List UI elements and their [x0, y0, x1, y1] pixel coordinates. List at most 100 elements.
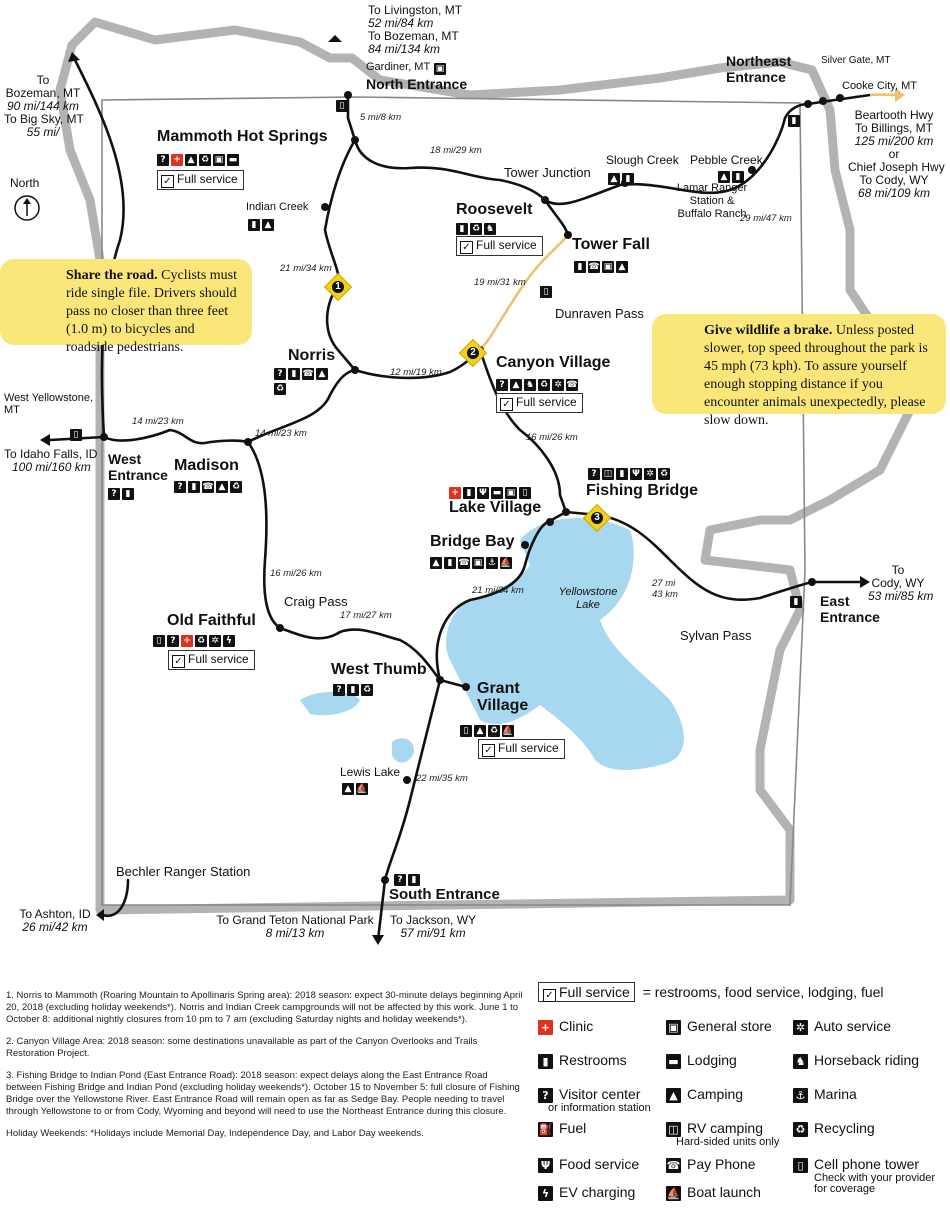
- checkbox-icon: ✓: [460, 241, 473, 254]
- gardiner-icons: ▣: [434, 60, 448, 78]
- dist-fishing-east-km: 43 km: [652, 589, 678, 600]
- arrow-east: [860, 576, 870, 588]
- cell-tower-icon: ▯: [460, 724, 472, 737]
- checkbox-icon: ✓: [482, 744, 495, 757]
- boat-launch-icon: ⛵: [666, 1185, 681, 1201]
- lewis-lake-name[interactable]: Lewis Lake: [340, 765, 401, 779]
- northeast-entrance-name[interactable]: Northeast Entrance: [726, 53, 792, 85]
- lewis-lake-icons: ▲⛵: [342, 780, 370, 798]
- silver-gate-name[interactable]: Silver Gate, MT: [821, 55, 891, 66]
- clinic-icon: +: [171, 153, 183, 166]
- restrooms-icon: ▮: [538, 1053, 553, 1069]
- arrow-south: [372, 935, 384, 945]
- general-store-icon: ▣: [602, 260, 614, 273]
- madison-name[interactable]: Madison: [174, 457, 239, 474]
- dot-northeast-entrance: [804, 100, 812, 108]
- west-thumb-name[interactable]: West Thumb: [331, 661, 427, 678]
- north-entrance-name[interactable]: North Entrance: [366, 76, 468, 92]
- grant-village-full-service: ✓Full service: [478, 739, 565, 759]
- arrow-ashton: [96, 909, 104, 921]
- norris-icons: ?▮☎▲♻: [274, 366, 334, 396]
- dunraven-pass-name[interactable]: Dunraven Pass: [555, 306, 644, 321]
- dunraven-cell-icon: ▯: [540, 283, 554, 301]
- visitor-center-icon: ?: [394, 873, 406, 886]
- food-service-icon: Ψ: [538, 1157, 553, 1173]
- restrooms-icon: ▮: [616, 467, 628, 480]
- rv-camping-icon: ◫: [602, 467, 614, 480]
- east-entrance-name[interactable]: East Entrance: [820, 593, 880, 625]
- canyon-name[interactable]: Canyon Village: [496, 354, 611, 371]
- boat-launch-icon: ⛵: [500, 556, 512, 569]
- tower-fall-name[interactable]: Tower Fall: [572, 236, 650, 253]
- checkbox-icon: ✓: [172, 655, 185, 668]
- bechler-name[interactable]: Bechler Ranger Station: [116, 864, 251, 879]
- norris-name[interactable]: Norris: [288, 347, 336, 364]
- road-dunraven: [479, 234, 569, 351]
- general-store-icon: ▣: [505, 486, 517, 499]
- road-northeast-cooke: [806, 93, 872, 106]
- craig-pass-name[interactable]: Craig Pass: [284, 594, 348, 609]
- northeast-entrance-icons: ▮: [788, 112, 802, 130]
- footnote-1: 1. Norris to Mammoth (Roaring Mountain t…: [6, 990, 523, 1025]
- road-madison-oldfaithful: [246, 440, 282, 630]
- recycling-icon: ♻: [361, 683, 373, 696]
- north-entrance-cell-icon: ▯: [336, 97, 350, 115]
- lake-village-icons: +▮Ψ▬▣▯: [449, 484, 533, 502]
- lamar-name[interactable]: Lamar Ranger Station & Buffalo Ranch: [676, 182, 748, 220]
- dist-madison-norris: 14 mi/23 km: [255, 428, 307, 439]
- recycling-icon: ♻: [793, 1121, 808, 1137]
- cooke-city-name[interactable]: Cooke City, MT: [842, 80, 917, 92]
- camping-icon: ▲: [316, 367, 328, 380]
- restrooms-icon: ▮: [732, 170, 744, 183]
- road-mammoth-norris: [323, 138, 357, 372]
- road-tower-canyon-a: [543, 198, 570, 237]
- cell-tower-icon: ▯: [70, 428, 82, 441]
- restrooms-icon: ▮: [574, 260, 586, 273]
- sylvan-pass-name[interactable]: Sylvan Pass: [680, 628, 752, 643]
- lodging-icon: ▬: [666, 1053, 681, 1069]
- bridge-bay-name[interactable]: Bridge Bay: [430, 533, 515, 550]
- horseback-riding-icon: ♞: [793, 1053, 808, 1069]
- slough-creek-name[interactable]: Slough Creek: [606, 153, 679, 167]
- indian-creek-name[interactable]: Indian Creek: [246, 201, 309, 213]
- dist-fishing-east-mi: 27 mi: [652, 578, 676, 589]
- camping-icon: ▲: [718, 170, 730, 183]
- camping-icon: ▲: [430, 556, 442, 569]
- restrooms-icon: ▮: [790, 595, 802, 608]
- old-faithful-name[interactable]: Old Faithful: [167, 612, 256, 629]
- pay-phone-icon: ☎: [302, 367, 314, 380]
- dot-silver-gate: [819, 97, 827, 105]
- fishing-bridge-name[interactable]: Fishing Bridge: [586, 482, 698, 499]
- checkbox-icon: ✓: [161, 175, 174, 188]
- dist-madison-oldfaithful: 16 mi/26 km: [270, 568, 322, 579]
- pebble-creek-name[interactable]: Pebble Creek: [690, 153, 763, 167]
- arrow-north: [328, 35, 342, 42]
- north-arrow-head: [23, 198, 31, 204]
- grant-village-name[interactable]: Grant Village: [477, 680, 529, 714]
- dot-west-thumb: [436, 676, 444, 684]
- marina-icon: ⚓: [486, 556, 498, 569]
- dist-tower-northeast: 29 mi/47 km: [740, 213, 792, 224]
- south-entrance-name[interactable]: South Entrance: [389, 886, 500, 903]
- dot-tower-junction: [541, 196, 549, 204]
- pay-phone-icon: ☎: [588, 260, 600, 273]
- gardiner-name[interactable]: Gardiner, MT: [366, 61, 431, 73]
- dest-bozeman-west: To Bozeman, MT 90 mi/144 km To Big Sky, …: [4, 73, 84, 139]
- dot-south-entrance: [381, 876, 389, 884]
- tower-junction-name[interactable]: Tower Junction: [504, 165, 591, 180]
- boat-launch-icon: ⛵: [356, 782, 368, 795]
- roosevelt-name[interactable]: Roosevelt: [456, 201, 533, 218]
- west-yellowstone-name[interactable]: West Yellowstone, MT: [4, 392, 94, 416]
- lodging-icon: ▬: [491, 486, 503, 499]
- camping-icon: ▲: [185, 153, 197, 166]
- west-entrance-name[interactable]: West Entrance: [108, 451, 168, 483]
- marina-icon: ⚓: [793, 1087, 808, 1103]
- road-north-mammoth: [346, 93, 357, 142]
- mammoth-name[interactable]: Mammoth Hot Springs: [157, 128, 328, 145]
- legend-lodging: ▬Lodging: [666, 1052, 737, 1069]
- lake-village-name[interactable]: Lake Village: [449, 499, 542, 516]
- roosevelt-icons: ▮♻♞: [456, 220, 498, 238]
- visitor-center-icon: ?: [174, 480, 186, 493]
